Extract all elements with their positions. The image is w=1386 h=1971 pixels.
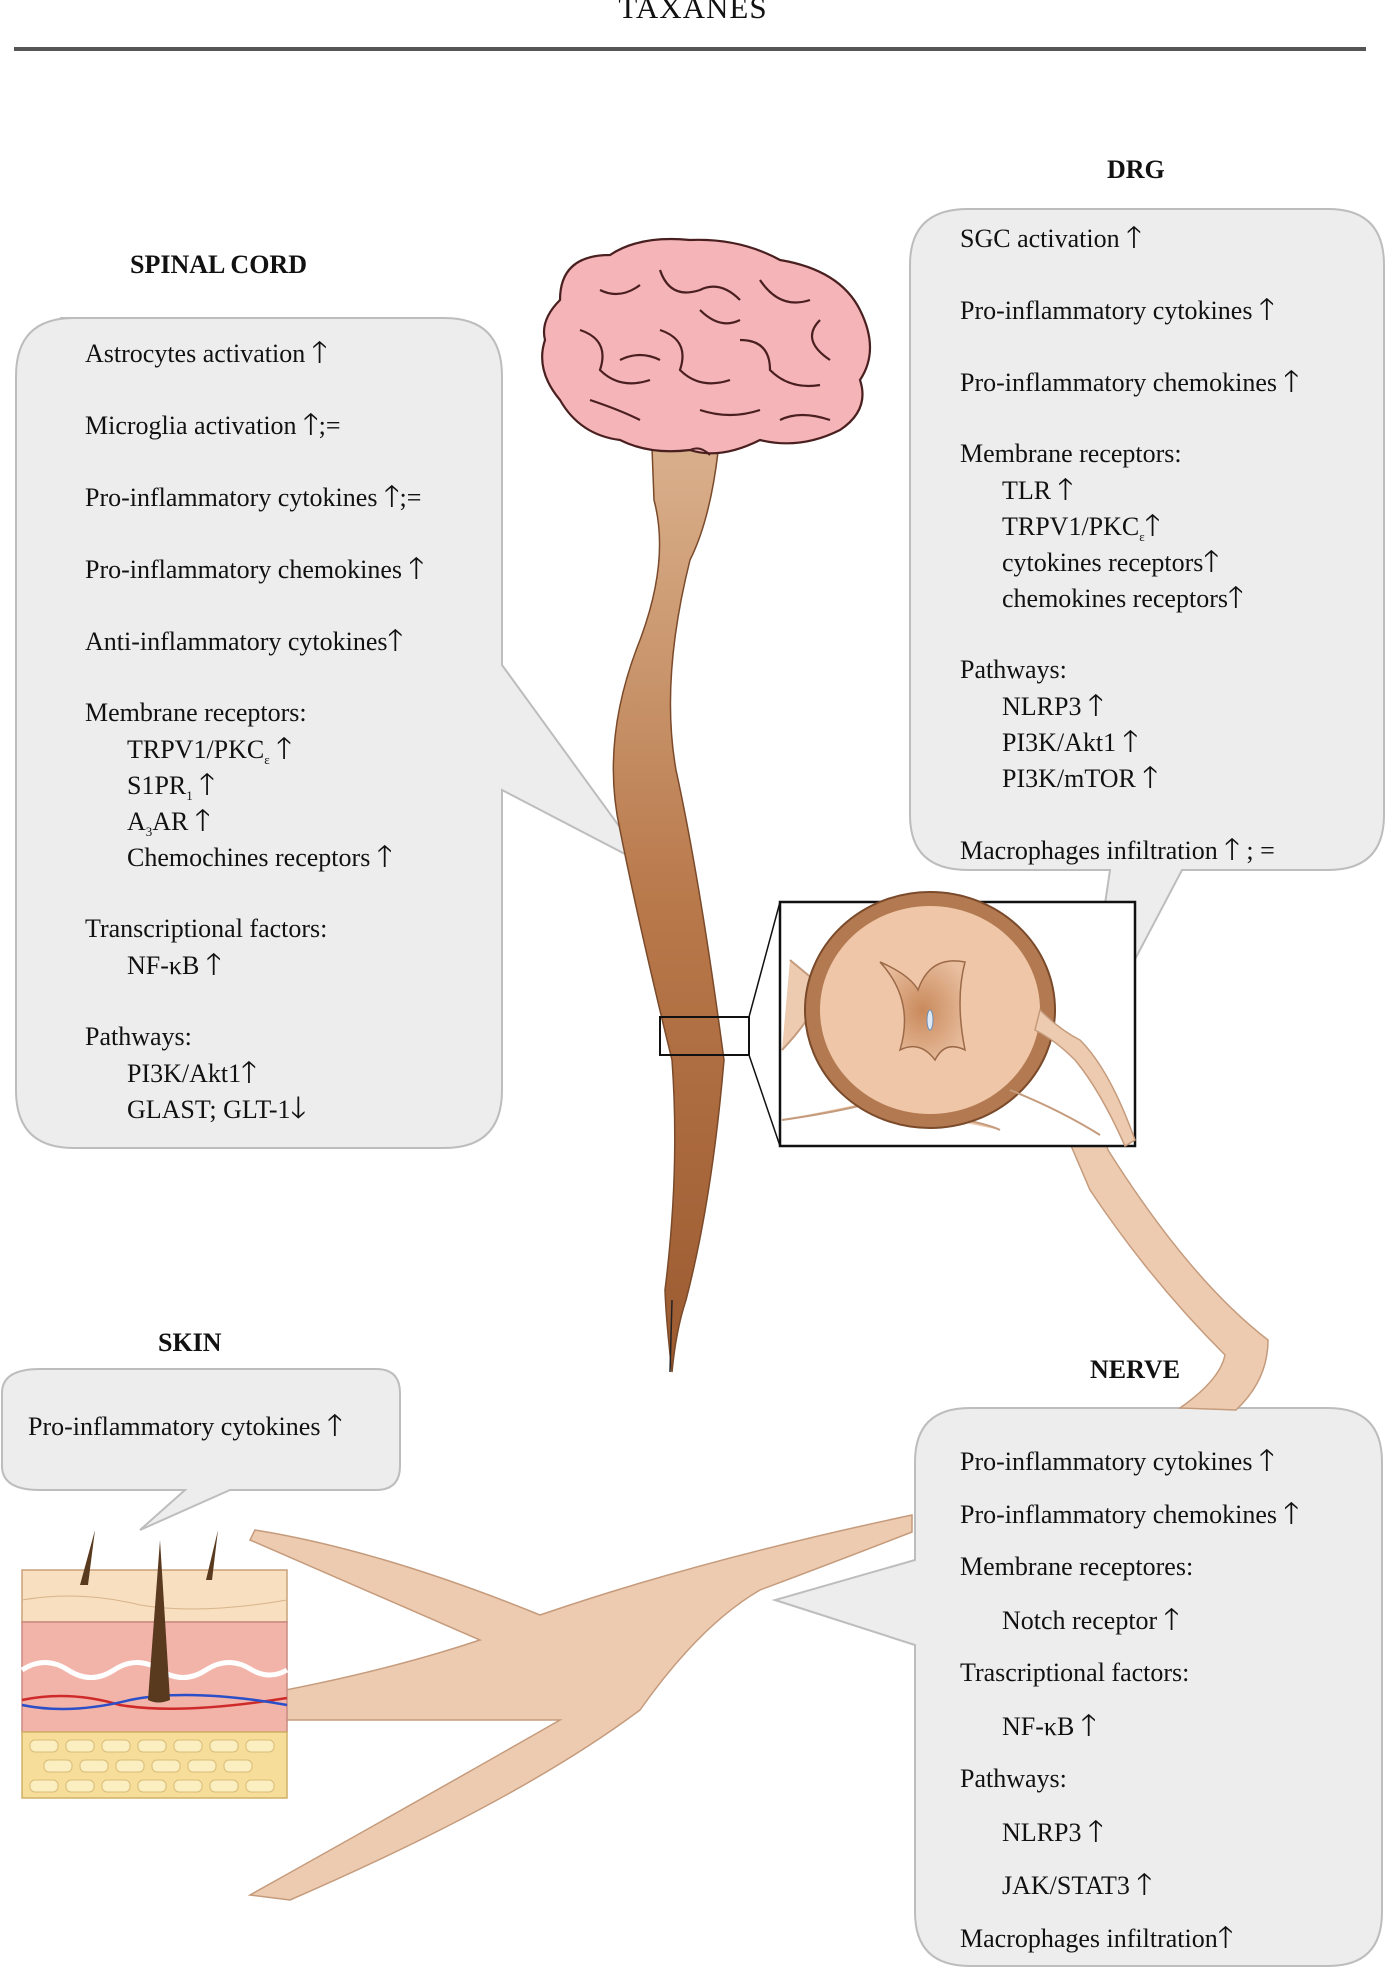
list-item: Pro-inflammatory cytokines 🡑: [960, 1443, 1275, 1478]
list-item: TLR 🡑: [1002, 472, 1074, 507]
up-arrow-icon: 🡑: [1087, 1814, 1104, 1849]
up-arrow-icon: 🡑: [205, 947, 222, 982]
up-arrow-icon: 🡑: [408, 551, 425, 586]
up-arrow-icon: 🡑: [194, 803, 211, 838]
section-label: Pathways:: [85, 1022, 192, 1051]
up-arrow-icon: 🡑: [326, 1408, 343, 1443]
up-arrow-icon: 🡑: [1126, 220, 1142, 255]
up-arrow-icon: 🡑: [1258, 1443, 1275, 1478]
skin-bubble: [1, 1368, 401, 1531]
down-arrow-icon: 🡓: [290, 1091, 307, 1126]
up-arrow-icon: 🡑: [1057, 472, 1074, 507]
up-arrow-icon: 🡑: [241, 1055, 257, 1090]
skin-illustration: [20, 1530, 289, 1799]
cord-zoom-marker: [659, 1016, 750, 1056]
list-item: PI3K/Akt1 🡑: [1002, 724, 1139, 759]
up-arrow-icon: 🡑: [383, 479, 400, 514]
peripheral-nerve: [198, 1076, 1269, 1901]
list-item: NLRP3 🡑: [1002, 688, 1104, 723]
list-item: S1PR1 🡑: [127, 767, 215, 804]
up-arrow-icon: 🡑: [1203, 544, 1220, 579]
nerve-heading: NERVE: [1090, 1355, 1181, 1384]
spinal-cord-shape: [612, 446, 725, 1373]
list-item: Notch receptor 🡑: [1002, 1602, 1180, 1637]
list-item: NF-κB 🡑: [127, 947, 222, 982]
section-label: Membrane receptors:: [960, 439, 1182, 468]
list-item: NLRP3 🡑: [1002, 1814, 1104, 1849]
up-arrow-icon: 🡑: [376, 839, 393, 874]
brain: [541, 237, 871, 456]
section-label: Membrane receptors:: [85, 698, 307, 727]
list-item: Pro-inflammatory cytokines 🡑: [960, 292, 1275, 327]
drg-heading: DRG: [1107, 155, 1165, 184]
up-arrow-icon: 🡑: [1283, 1496, 1300, 1531]
up-arrow-icon: 🡑: [303, 407, 319, 442]
list-item: Anti-inflammatory cytokines🡑: [85, 623, 404, 658]
skin-heading: SKIN: [158, 1328, 222, 1357]
list-item: TRPV1/PKCε🡑: [1002, 508, 1161, 545]
up-arrow-icon: 🡑: [199, 767, 215, 802]
list-item: Astrocytes activation 🡑: [85, 335, 328, 370]
section-label: Membrane receptores:: [960, 1552, 1194, 1581]
list-item: JAK/STAT3 🡑: [1002, 1867, 1153, 1902]
list-item: PI3K/Akt1🡑: [127, 1055, 257, 1090]
up-arrow-icon: 🡑: [387, 623, 404, 658]
section-label: Transcriptional factors:: [85, 914, 328, 943]
list-item: Macrophages infiltration🡑: [960, 1920, 1234, 1955]
cord-cross-section-inset: [778, 891, 1137, 1148]
figure-title: TAXANES: [618, 0, 768, 25]
up-arrow-icon: 🡑: [1136, 1867, 1153, 1902]
up-arrow-icon: 🡑: [1087, 688, 1104, 723]
list-item: Pro-inflammatory cytokines 🡑: [28, 1408, 343, 1443]
list-item: A3AR 🡑: [127, 803, 211, 840]
up-arrow-icon: 🡑: [1163, 1602, 1180, 1637]
up-arrow-icon: 🡑: [276, 731, 292, 766]
list-item: Pro-inflammatory cytokines 🡑;=: [85, 479, 422, 514]
section-label: Pathways:: [960, 1764, 1067, 1793]
up-arrow-icon: 🡑: [1227, 580, 1244, 615]
section-label: Trascriptional factors:: [960, 1658, 1190, 1687]
up-arrow-icon: 🡑: [1258, 292, 1275, 327]
up-arrow-icon: 🡑: [1142, 760, 1158, 795]
up-arrow-icon: 🡑: [1224, 832, 1240, 867]
up-arrow-icon: 🡑: [1217, 1920, 1234, 1955]
nerve-bubble: [771, 1407, 1383, 1967]
up-arrow-icon: 🡑: [1122, 724, 1139, 759]
spinal-cord-heading: SPINAL CORD: [130, 250, 307, 279]
list-item: SGC activation 🡑: [960, 220, 1142, 255]
up-arrow-icon: 🡑: [1283, 364, 1300, 399]
list-item: Chemochines receptors 🡑: [127, 839, 393, 874]
up-arrow-icon: 🡑: [1144, 508, 1161, 543]
section-label: Pathways:: [960, 655, 1067, 684]
list-item: Pro-inflammatory chemokines 🡑: [960, 364, 1300, 399]
list-item: TRPV1/PKCε 🡑: [127, 731, 292, 768]
list-item: chemokines receptors🡑: [1002, 580, 1244, 615]
up-arrow-icon: 🡑: [1080, 1708, 1097, 1743]
up-arrow-icon: 🡑: [311, 335, 328, 370]
list-item: cytokines receptors🡑: [1002, 544, 1220, 579]
list-item: Pro-inflammatory chemokines 🡑: [960, 1496, 1300, 1531]
title-rule: [14, 47, 1366, 51]
list-item: Microglia activation 🡑;=: [85, 407, 341, 442]
list-item: NF-κB 🡑: [1002, 1708, 1097, 1743]
spinal-cord-bubble: [15, 317, 649, 1149]
list-item: PI3K/mTOR 🡑: [1002, 760, 1158, 795]
list-item: Pro-inflammatory chemokines 🡑: [85, 551, 425, 586]
list-item: Macrophages infiltration 🡑 ; =: [960, 832, 1275, 867]
list-item: GLAST; GLT-1🡓: [127, 1091, 307, 1126]
